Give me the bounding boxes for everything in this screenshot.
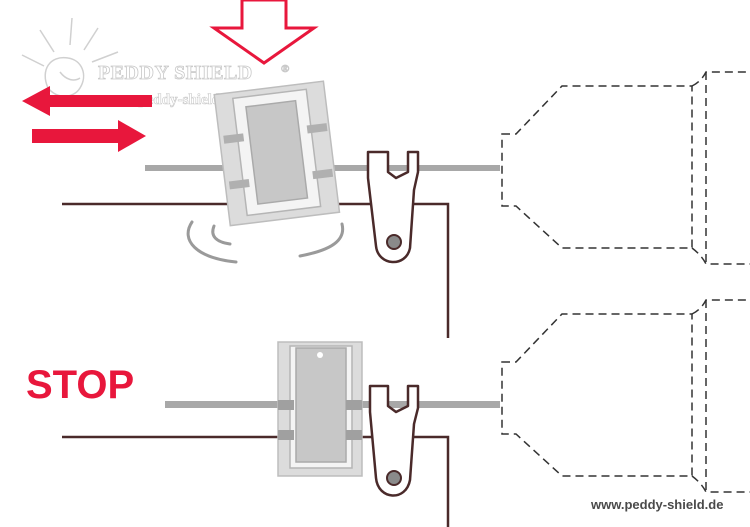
sun-emblem-icon [21, 17, 119, 97]
left-arrow-icon [22, 86, 152, 116]
bottom-buckle-block [277, 341, 363, 477]
bottom-assembly: STOP www.peddy-shield.d [26, 299, 750, 527]
top-assembly [62, 71, 750, 338]
right-arrow-icon [32, 120, 146, 152]
registered-mark: ® [281, 63, 290, 75]
footer-url: www.peddy-shield.de [590, 497, 723, 512]
top-dashed-fitting [501, 71, 750, 265]
top-hook-clip [366, 150, 420, 264]
bottom-frame-line [62, 435, 450, 527]
stop-label: STOP [26, 363, 134, 407]
bottom-hook-clip [368, 384, 420, 497]
bottom-dashed-fitting [501, 299, 750, 493]
top-frame-line [62, 202, 450, 338]
vibration-arc-icon [186, 220, 345, 264]
down-arrow-outline-icon [209, 0, 319, 65]
logo-name: PEDDY SHIELD [98, 62, 253, 84]
left-right-arrows-icon [22, 86, 152, 152]
top-buckle-block [213, 80, 341, 227]
